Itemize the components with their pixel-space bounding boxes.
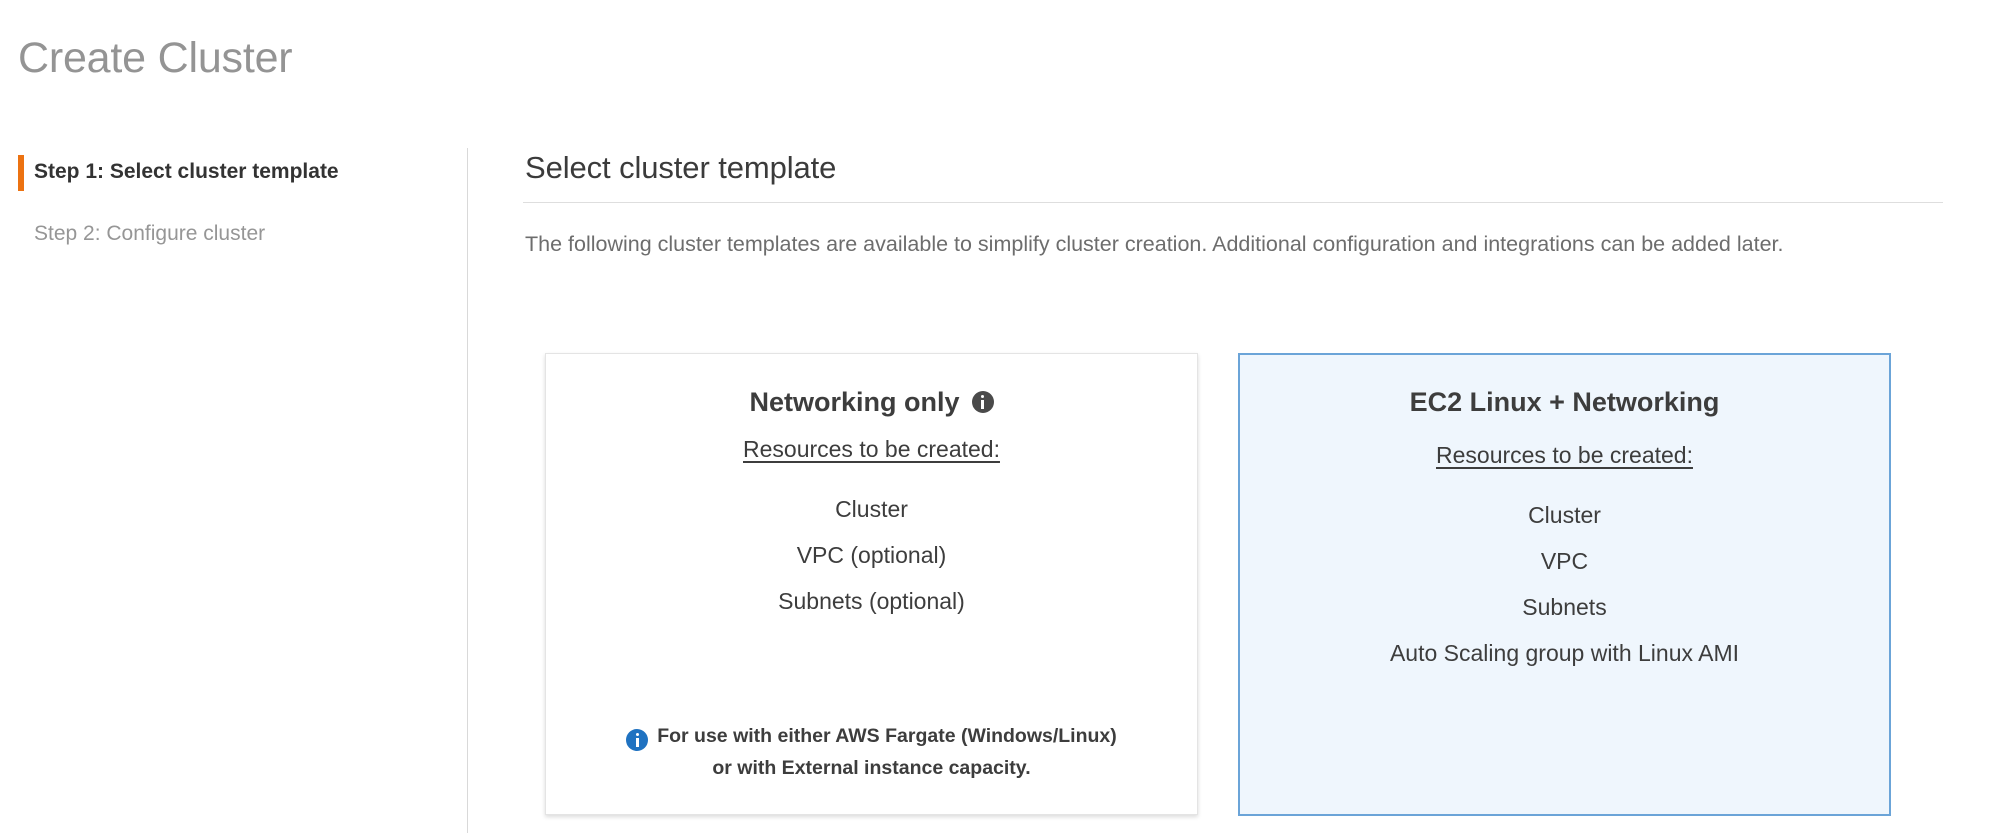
template-card-note-line-2: or with External instance capacity.	[712, 757, 1031, 779]
resource-item: Auto Scaling group with Linux AMI	[1389, 640, 1740, 666]
resource-item: Cluster	[835, 496, 908, 522]
resource-item: Subnets (optional)	[778, 588, 965, 614]
template-card-title-text: Networking only	[749, 387, 960, 417]
main-panel: Select cluster template The following cl…	[523, 148, 1943, 264]
resources-label: Resources to be created:	[1436, 442, 1693, 468]
wizard-step-1[interactable]: Step 1: Select cluster template	[0, 152, 468, 192]
resources-label: Resources to be created:	[743, 436, 1000, 462]
page-title: Create Cluster	[18, 34, 293, 82]
wizard-divider	[467, 148, 468, 833]
wizard-step-2[interactable]: Step 2: Configure cluster	[0, 214, 468, 254]
resource-item: Cluster	[1528, 502, 1601, 528]
section-divider	[523, 202, 1943, 203]
wizard-step-1-label: Step 1: Select cluster template	[34, 160, 339, 183]
active-step-marker	[18, 155, 24, 191]
info-circle-blue-icon	[626, 728, 649, 751]
cluster-template-card-list: Networking only Resources to be created:…	[545, 353, 1945, 816]
resource-item: Subnets	[1522, 594, 1607, 620]
template-card-note: For use with either AWS Fargate (Windows…	[626, 694, 1117, 784]
template-card-ec2-linux-networking[interactable]: EC2 Linux + Networking Resources to be c…	[1238, 353, 1891, 816]
section-description: The following cluster templates are avai…	[525, 232, 1784, 256]
section-heading: Select cluster template	[525, 150, 837, 185]
resource-item: VPC (optional)	[796, 542, 947, 568]
info-circle-icon[interactable]	[971, 391, 994, 413]
template-card-note-text-1: For use with either AWS Fargate (Windows…	[657, 725, 1117, 747]
template-card-networking-only[interactable]: Networking only Resources to be created:…	[545, 353, 1198, 815]
resource-item: VPC	[1540, 548, 1589, 574]
wizard-step-2-label: Step 2: Configure cluster	[34, 222, 266, 245]
template-card-title: EC2 Linux + Networking	[1409, 387, 1720, 417]
template-card-title: Networking only	[749, 380, 994, 424]
wizard-step-list: Step 1: Select cluster template Step 2: …	[0, 148, 468, 833]
template-card-note-line-1: For use with either AWS Fargate (Windows…	[626, 720, 1117, 752]
